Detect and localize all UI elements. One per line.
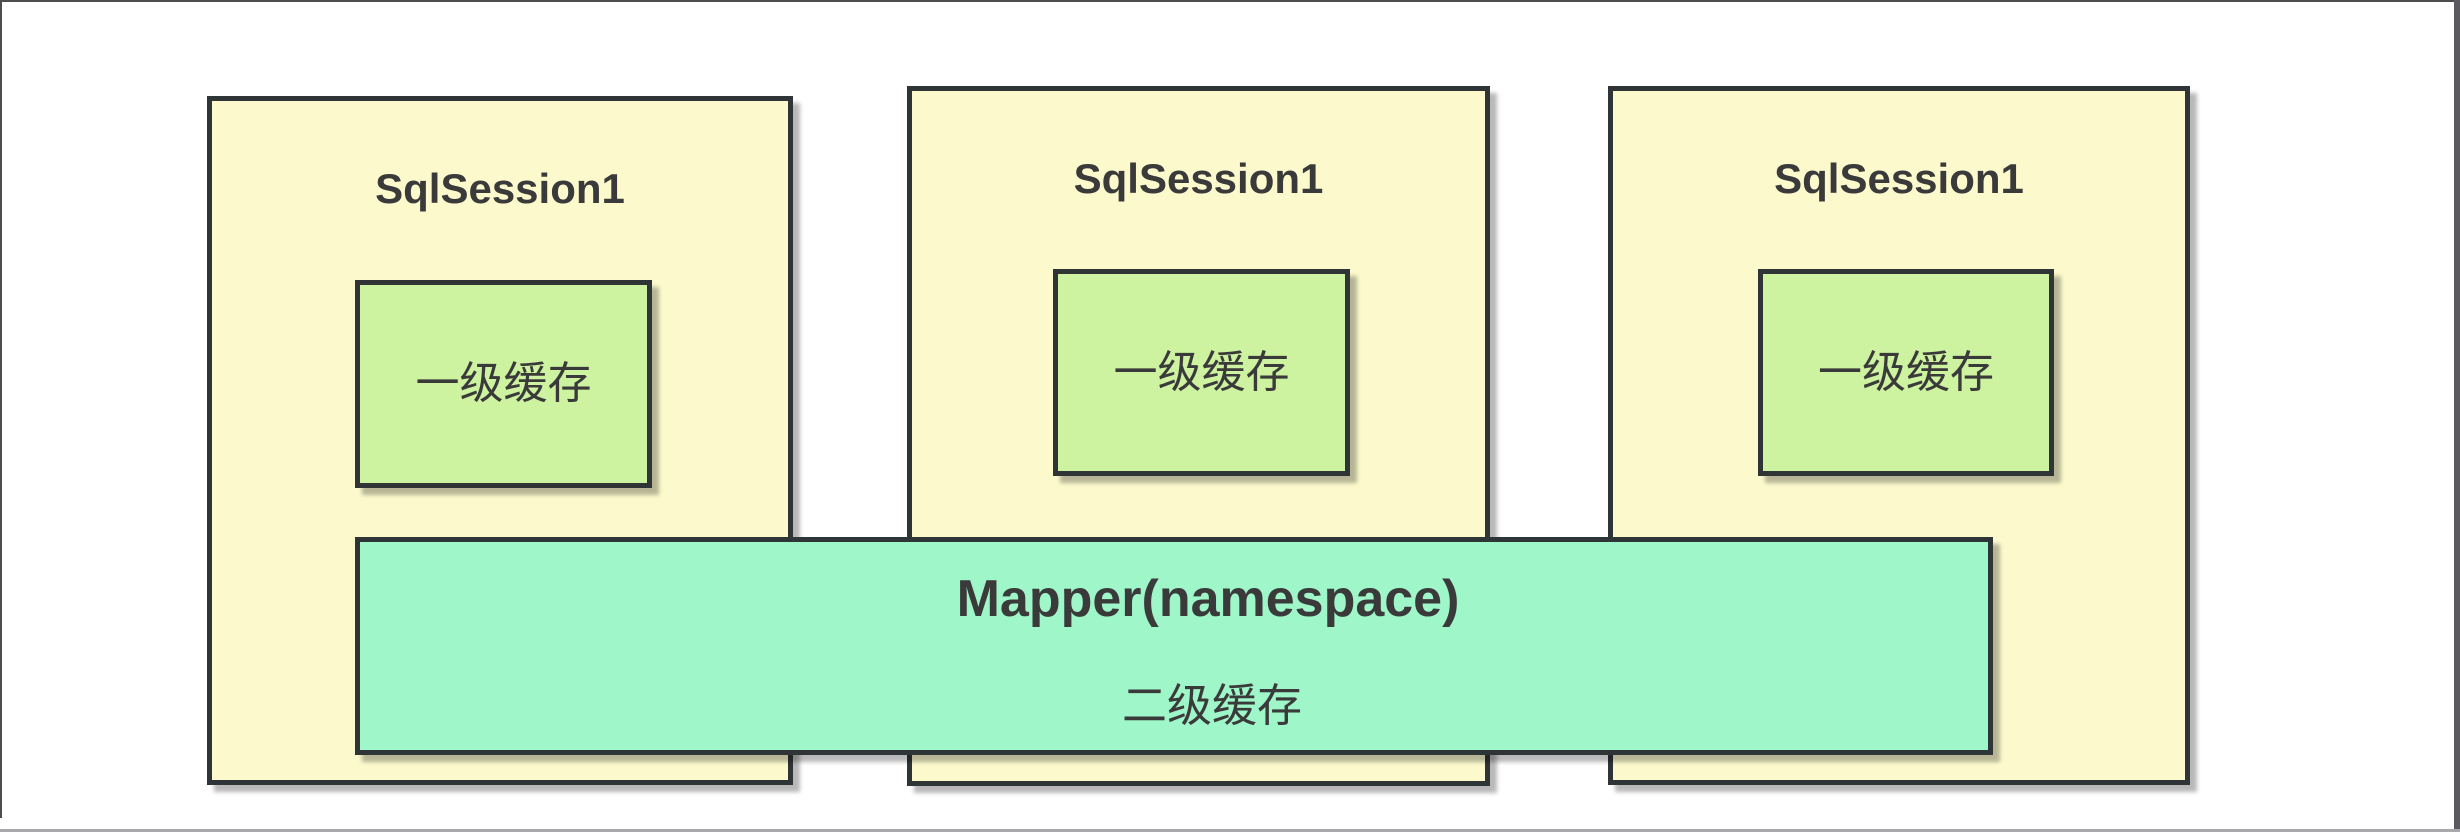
sqlsession-title-2: SqlSession1 <box>1073 155 1324 202</box>
window-border-right <box>2454 0 2460 832</box>
first-level-cache-box-1: 一级缓存 <box>355 280 652 488</box>
sqlsession-title-3: SqlSession1 <box>1774 155 2024 202</box>
first-level-cache-label-2: 一级缓存 <box>1113 347 1290 397</box>
window-border-left <box>0 0 2 818</box>
second-level-cache-bar: Mapper(namespace) 二级缓存 <box>355 537 1993 755</box>
second-level-cache-label: 二级缓存 <box>1121 680 1302 731</box>
first-level-cache-box-2: 一级缓存 <box>1053 269 1350 476</box>
first-level-cache-label-1: 一级缓存 <box>415 359 592 408</box>
sqlsession-title-1: SqlSession1 <box>375 165 625 212</box>
window-border-bottom <box>0 829 2460 832</box>
window-border-top <box>0 0 2460 2</box>
first-level-cache-label-3: 一级缓存 <box>1818 347 1994 397</box>
first-level-cache-box-3: 一级缓存 <box>1758 269 2054 476</box>
mapper-namespace-title: Mapper(namespace) <box>956 570 1460 628</box>
